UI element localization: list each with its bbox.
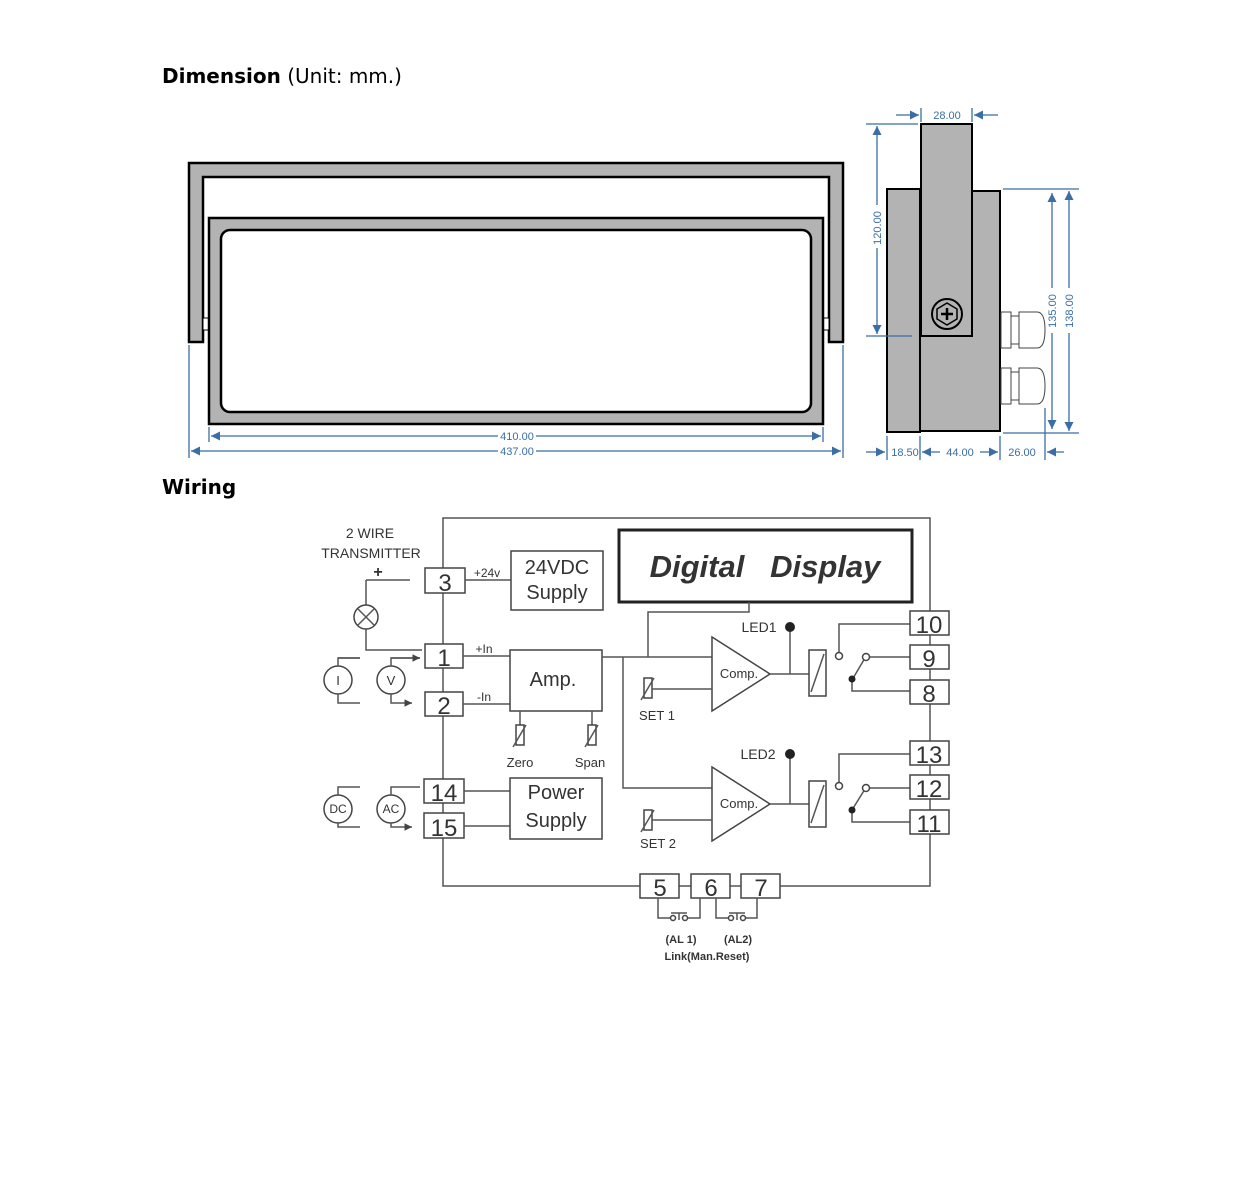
- dim-28: 28.00: [933, 110, 961, 122]
- dimension-unit: (Unit: mm.): [280, 64, 402, 88]
- span-label: Span: [575, 755, 605, 770]
- link-label: Link(Man.Reset): [665, 951, 750, 963]
- set1-label: SET 1: [639, 708, 675, 723]
- plus-in-label: +In: [475, 642, 492, 656]
- dim-26: 26.00: [1008, 447, 1036, 459]
- reset-link-switch-icon: [669, 912, 689, 922]
- display-window: [219, 228, 813, 414]
- terminal-14: 14: [431, 780, 458, 807]
- source-label: V: [387, 673, 396, 688]
- dim-410: 410.00: [500, 431, 534, 443]
- source-label: AC: [383, 802, 400, 816]
- wiring-title: Wiring: [162, 475, 237, 499]
- cable-gland: [1000, 311, 1046, 349]
- relay-coil-1: [808, 649, 827, 697]
- wiring-heading: Wiring: [162, 475, 236, 499]
- comparator-1: [711, 635, 772, 713]
- zero-label: Zero: [507, 755, 534, 770]
- terminal-2: 2: [437, 693, 450, 720]
- transmitter-label: TRANSMITTER: [321, 545, 421, 561]
- reset-link-switch-icon: [727, 912, 747, 922]
- mounting-bracket: [187, 161, 845, 344]
- amp-block: [509, 649, 603, 712]
- amp-label: Amp.: [530, 669, 577, 691]
- led2-icon: [785, 749, 795, 759]
- dim-135: 135.00: [1047, 294, 1059, 328]
- supply-label: 24VDC: [525, 557, 589, 579]
- transmitter-lamp-icon: [353, 604, 379, 630]
- dim-120: 120.00: [872, 211, 884, 245]
- comparator-2: [711, 765, 772, 843]
- plus-sign: +: [373, 564, 382, 581]
- dimension-title: Dimension: [162, 64, 281, 88]
- al2-label: (AL2): [724, 934, 752, 946]
- comp-label: Comp.: [720, 796, 758, 811]
- terminal-12: 12: [916, 776, 943, 803]
- dimension-heading: Dimension (Unit: mm.): [162, 64, 402, 88]
- terminal-7: 7: [754, 875, 767, 902]
- source-label: I: [336, 673, 340, 688]
- power-label: Power: [528, 782, 585, 804]
- minus-in-label: -In: [477, 690, 491, 704]
- plus24-label: +24v: [474, 566, 500, 580]
- set1-trimmer-icon: [640, 677, 712, 701]
- supply-label: Supply: [526, 582, 587, 604]
- terminal-15: 15: [431, 815, 458, 842]
- zero-trimmer-icon: [512, 711, 527, 748]
- led2-label: LED2: [740, 746, 775, 762]
- dim-138: 138.00: [1064, 294, 1076, 328]
- set2-label: SET 2: [640, 836, 676, 851]
- wiring-diagram: Digital Display 2 WIRE TRANSMITTER + I V…: [321, 517, 950, 963]
- terminal-8: 8: [922, 681, 935, 708]
- relay-contact-1: [834, 623, 910, 692]
- dim-437: 437.00: [500, 446, 534, 458]
- led1-label: LED1: [741, 619, 776, 635]
- comp-label: Comp.: [720, 666, 758, 681]
- digital-display-label: Digital Display: [650, 549, 883, 584]
- cable-gland: [1000, 367, 1046, 405]
- al1-label: (AL 1): [666, 934, 697, 946]
- power-supply-block: [509, 777, 603, 840]
- side-view: 28.00 120.00 135.00 138.00 18.50 44.00 2…: [866, 108, 1079, 460]
- terminal-10: 10: [916, 612, 943, 639]
- terminal-6: 6: [704, 875, 717, 902]
- supply-24vdc-block: [510, 550, 604, 611]
- terminal-11: 11: [917, 811, 942, 838]
- power-label: Supply: [525, 810, 586, 832]
- span-trimmer-icon: [584, 711, 599, 748]
- terminal-3: 3: [438, 570, 451, 597]
- screw-icon: [931, 298, 963, 330]
- front-view: 410.00 437.00: [187, 161, 845, 458]
- terminal-1: 1: [437, 645, 450, 672]
- transmitter-label: 2 WIRE: [346, 525, 394, 541]
- terminal-13: 13: [916, 742, 943, 769]
- led1-icon: [785, 622, 795, 632]
- relay-coil-2: [808, 780, 827, 828]
- dim-44: 44.00: [946, 447, 974, 459]
- source-label: DC: [329, 802, 347, 816]
- dim-18-5: 18.50: [891, 447, 919, 459]
- set2-trimmer-icon: [640, 809, 712, 833]
- terminal-5: 5: [653, 875, 666, 902]
- relay-contact-2: [834, 753, 910, 823]
- terminal-9: 9: [922, 646, 935, 673]
